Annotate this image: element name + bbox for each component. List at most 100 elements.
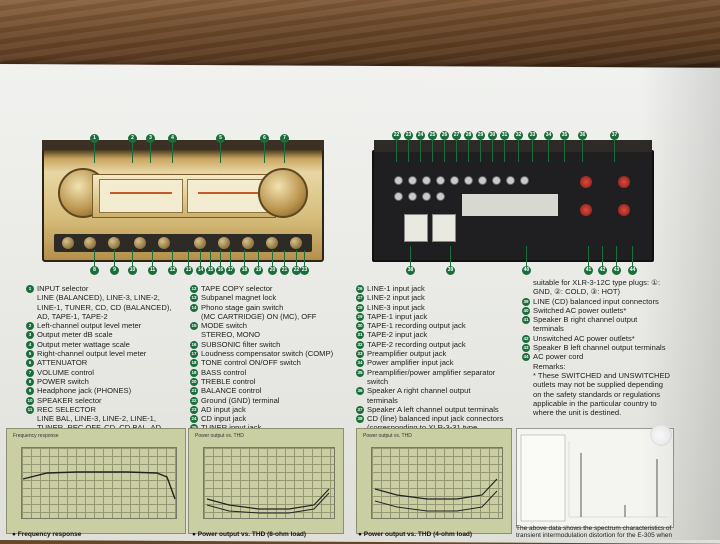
callout-marker: 8 (90, 266, 99, 275)
list-item-text: LINE-1, TUNER, CD, CD (BALANCED), (37, 302, 172, 312)
list-item-text: BASS control (201, 367, 247, 377)
list-item-text: REC SELECTOR (37, 404, 96, 414)
callout-marker: 40 (522, 266, 531, 275)
graph-title: Power output vs. THD (363, 433, 412, 439)
callout-marker: 10 (128, 266, 137, 275)
graph-caption: ● Power output vs. THD (4-ohm load) (358, 531, 473, 538)
callout-leader-line (456, 140, 457, 162)
graph-caption: ● Power output vs. THD (8-ohm load) (192, 531, 307, 538)
frequency-response-graph: Frequency response (6, 428, 186, 534)
list-item-text: TAPE-2 recording output jack (367, 339, 466, 349)
list-item-text: CD (line) balanced input jack connectors (367, 414, 504, 424)
callout-leader-line (114, 250, 115, 266)
right-level-meter (187, 179, 271, 213)
callout-number: 32 (356, 340, 364, 349)
callout-leader-line (420, 140, 421, 162)
callout-leader-line (532, 140, 533, 162)
callout-marker: 14 (196, 266, 205, 275)
callout-marker: 4 (168, 134, 177, 143)
connections-list-right-b: suitable for XLR-3-12C type plugs: ①:GND… (522, 278, 670, 417)
callout-leader-line (244, 250, 245, 266)
callout-leader-line (220, 250, 221, 266)
callout-leader-line (450, 246, 451, 266)
callout-number: 34 (356, 359, 364, 368)
list-item-text: (corresponding to XLR-3-31 type, (367, 423, 479, 432)
callout-leader-line (408, 140, 409, 162)
callout-number: 2 (26, 322, 34, 331)
callout-number: 6 (26, 359, 34, 368)
amplifier-rear-panel-image (372, 140, 654, 262)
meter-panel (92, 174, 276, 218)
callout-leader-line (296, 250, 297, 266)
callout-number: 44 (522, 353, 530, 362)
callout-number: 38 (356, 415, 364, 424)
list-item-text: Remarks: (533, 361, 566, 371)
callout-marker: 41 (584, 266, 593, 275)
callout-number: 9 (26, 387, 34, 396)
list-item-text: SPEAKER selector (37, 395, 102, 405)
list-item-text: outlets may not be supplied depending (533, 380, 664, 390)
callout-leader-line (150, 143, 151, 163)
callout-marker: 21 (280, 266, 289, 275)
callout-leader-line (172, 250, 173, 266)
callout-marker: 16 (216, 266, 225, 275)
callout-leader-line (410, 246, 411, 266)
list-item-text: ATTENUATOR (37, 358, 88, 368)
list-item-text: TREBLE control (201, 376, 256, 386)
callout-number: 37 (356, 405, 364, 414)
callout-number: 19 (190, 368, 198, 377)
callout-number: 35 (356, 368, 364, 377)
callout-marker: 39 (446, 266, 455, 275)
callout-number: 27 (356, 294, 364, 303)
callout-number: 31 (356, 331, 364, 340)
callout-marker: 18 (240, 266, 249, 275)
thd-8ohm-graph: Power output vs. THD (188, 428, 344, 534)
callout-marker: 15 (206, 266, 215, 275)
callout-leader-line (504, 140, 505, 162)
callout-number: 30 (356, 322, 364, 331)
callout-leader-line (526, 246, 527, 266)
list-item-text: LINE (CD) balanced input connectors (533, 296, 659, 306)
list-item-text: INPUT selector (37, 284, 89, 293)
callout-leader-line (230, 250, 231, 266)
callout-number: 39 (522, 297, 530, 306)
list-item: on the safety standards or regulations (522, 390, 670, 399)
callout-leader-line (616, 246, 617, 266)
list-item-text: * These SWITCHED and UNSWITCHED (533, 370, 670, 380)
callout-leader-line (444, 140, 445, 162)
list-item-text: Left-channel output level meter (37, 321, 142, 331)
callout-number: 16 (190, 340, 198, 349)
callout-leader-line (264, 143, 265, 163)
callout-marker: 20 (268, 266, 277, 275)
list-item-text: POWER switch (37, 376, 89, 386)
list-item: (corresponding to XLR-3-31 type, (356, 423, 503, 432)
list-item-text: TAPE COPY selector (201, 284, 273, 293)
wood-grain-texture (0, 0, 720, 70)
list-item: LINE BAL, LINE-3, LINE-2, LINE-1, (26, 414, 171, 423)
callout-marker: 34 (544, 131, 553, 140)
list-item-text: Power amplifier input jack (367, 358, 454, 368)
callout-leader-line (588, 246, 589, 266)
callout-number: 33 (356, 350, 364, 359)
callout-marker: 36 (578, 131, 587, 140)
callout-number: 4 (26, 340, 34, 349)
callout-leader-line (582, 140, 583, 162)
spectrum-note: The above data shows the spectrum charac… (516, 525, 673, 539)
